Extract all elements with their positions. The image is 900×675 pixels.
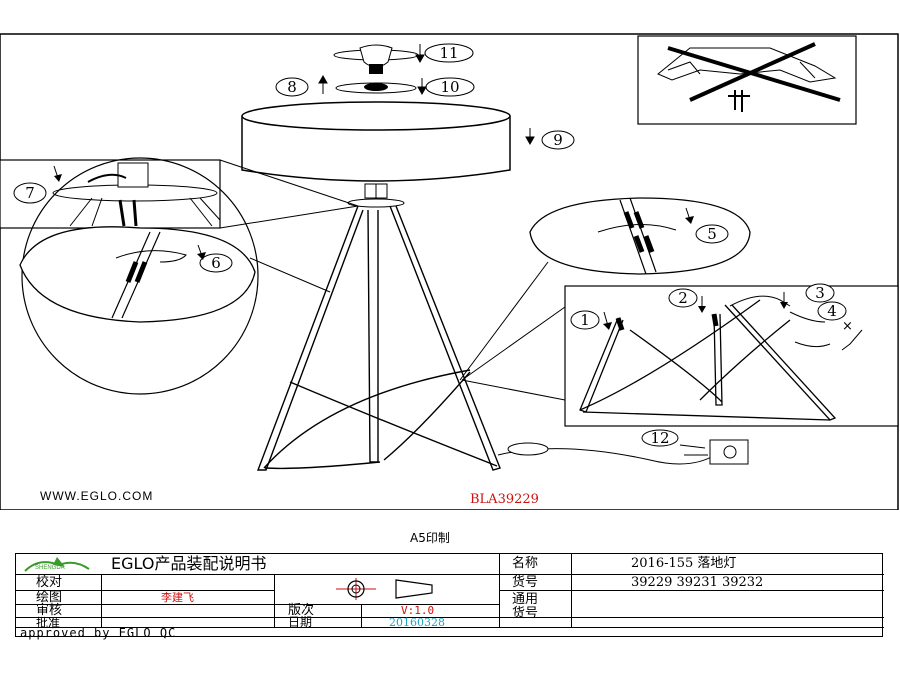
step-9-label: 9 [553,131,563,149]
applicable-label-1: 通用 [512,592,539,607]
step-badge-11: 11 [424,43,474,63]
step-11-label: 11 [439,44,458,62]
print-note: A5印制 [410,531,450,545]
approved-by: approved by EGLO QC [20,626,177,640]
step-2-label: 2 [678,289,688,307]
step-12-label: 12 [650,429,669,447]
company-logo: SHENGDA [19,555,99,574]
review-label: 审核 [36,603,63,618]
title-block: SHENGDA EGLO产品装配说明书 名称 2016-155 落地灯 货号 3… [15,553,884,640]
third-angle-projection-icon [336,578,433,600]
step-badge-8: 8 [275,77,309,97]
step-1-label: 1 [580,311,590,329]
step-badge-7: 7 [13,182,47,204]
step-badge-5: 5 [695,224,729,244]
projection-symbol [332,576,442,602]
item-value: 39229 39231 39232 [631,575,764,590]
step-badge-6: 6 [199,253,233,273]
website-url: WWW.EGLO.COM [40,489,154,503]
lamp-shade [241,101,511,182]
applicable-label-2: 货号 [512,606,539,621]
tripod-legs [256,205,501,471]
light-bulb [333,44,419,94]
step-4-label: 4 [827,302,837,320]
step-arrows-top [318,44,535,146]
svg-text:×: × [842,319,853,334]
version-label: 版次 [288,603,315,618]
lamp-socket [347,183,405,208]
name-label: 名称 [512,556,539,571]
leg-joint-zoom-left [19,157,331,395]
document-title: EGLO产品装配说明书 [111,554,267,573]
drawing-frame [0,33,899,510]
step-6-label: 6 [211,254,221,272]
step-badge-1: 1 [570,310,600,330]
step-5-label: 5 [707,225,717,243]
cross-line-b [689,42,816,102]
date-label: 日期 [288,615,313,629]
step-badge-10: 10 [425,77,475,97]
cross-line-a [667,46,841,102]
power-cable [497,439,749,465]
leg-joint-zoom-right [459,197,751,381]
step-badge-12: 12 [641,429,679,447]
step-badge-9: 9 [541,130,575,150]
wrong-way-inset [637,35,857,125]
logo-mark-icon [24,557,90,572]
drawn-value: 李建飞 [161,591,194,604]
step-3-label: 3 [815,284,825,302]
model-code: BLA39229 [470,492,539,507]
step-8-label: 8 [287,78,297,96]
date-value: 20160328 [389,616,445,629]
assembly-drawing: 11 8 10 9 12 7 [0,33,899,510]
step-badge-4: 4 [817,301,847,321]
step-10-label: 10 [440,78,459,96]
step-badge-3: 3 [805,283,835,303]
logo-text: SHENGDA [35,565,65,571]
drawn-label: 绘图 [36,590,63,605]
step-badge-2: 2 [668,288,698,308]
approve-label: 批准 [36,616,61,630]
item-label: 货号 [512,575,539,590]
step-7-label: 7 [25,184,35,202]
version-value: V:1.0 [401,604,435,617]
name-value: 2016-155 落地灯 [631,556,737,571]
check-label: 校对 [36,575,63,590]
